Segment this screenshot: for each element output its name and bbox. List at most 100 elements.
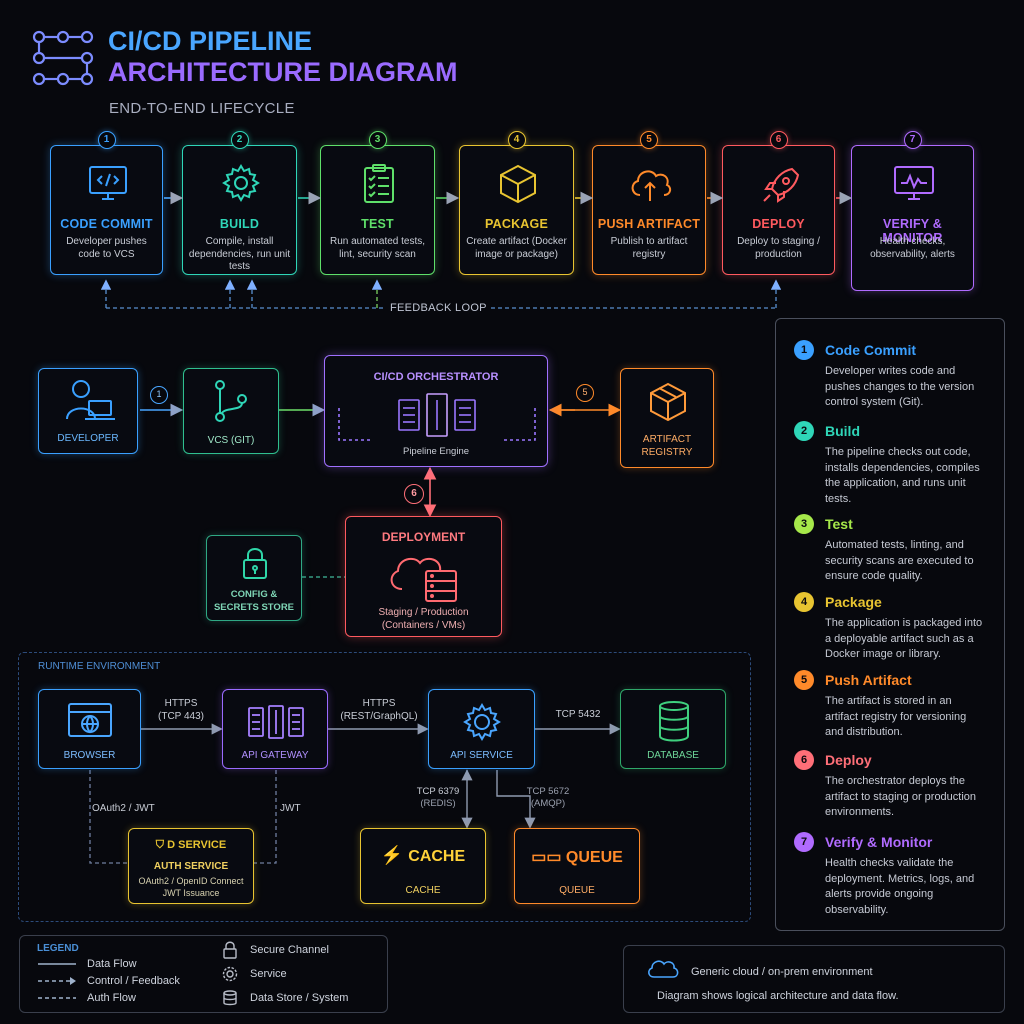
step-1-marker: 1: [150, 386, 168, 404]
cache-label: CACHE: [405, 885, 441, 896]
database-node[interactable]: DATABASE: [620, 689, 726, 769]
https-label-1: HTTPS(TCP 443): [158, 698, 204, 722]
artifact-registry-node[interactable]: ARTIFACT REGISTRY: [620, 368, 714, 468]
deployment-node[interactable]: DEPLOYMENT Staging / Production (Contain…: [345, 516, 502, 637]
legend-icons: [222, 941, 238, 1006]
pipeline-logo-icon: [32, 30, 94, 86]
sidebar-step-title: Push Artifact: [825, 672, 912, 688]
sidebar-step-desc: Developer writes code and pushes changes…: [825, 365, 975, 408]
sidebar-step-desc: The orchestrator deploys the artifact to…: [825, 775, 977, 818]
sidebar-step-desc: The application is packaged into a deplo…: [825, 617, 983, 660]
stage-title: BUILD: [219, 217, 260, 231]
browser-icon: [68, 703, 112, 737]
orchestrator-node[interactable]: CI/CD ORCHESTRATOR Pipeline Engine: [324, 355, 548, 467]
gear-icon: [221, 164, 260, 202]
runtime-connectors: [89, 723, 621, 864]
browser-label: BROWSER: [63, 750, 116, 761]
cloud-icon: [648, 960, 679, 978]
legend-title: LEGEND: [37, 943, 79, 954]
box-icon: [650, 382, 686, 422]
box-icon: [499, 164, 536, 204]
sidebar-step-number: 7: [794, 832, 814, 852]
server-cluster-icon: [338, 393, 536, 441]
queue-icon-row: ▭▭ QUEUE: [531, 849, 623, 866]
pipeline-engine-label: Pipeline Engine: [402, 446, 470, 457]
sidebar-step-title: Deploy: [825, 752, 872, 768]
auth-service-desc-2: JWT Issuance: [162, 888, 220, 898]
shield-icon: ⛉: [155, 839, 168, 851]
legend-auth-flow: Auth Flow: [87, 992, 136, 1004]
stage-title: TEST: [361, 217, 394, 231]
stage-title: PUSH ARTIFACT: [597, 217, 701, 231]
vcs-node[interactable]: VCS (GIT): [183, 368, 279, 454]
legend-data-flow: Data Flow: [87, 958, 137, 970]
tcp-5432-label: TCP 5432: [555, 709, 601, 720]
developer-node[interactable]: DEVELOPER: [38, 368, 138, 454]
stage-desc: Run automated tests, lint, security scan: [329, 236, 426, 260]
vcs-label: VCS (GIT): [207, 435, 255, 446]
amqp-label: TCP 5672(AMQP): [526, 786, 570, 809]
stage-desc: Compile, install dependencies, run unit …: [188, 236, 291, 272]
legend-line-samples: [38, 963, 76, 999]
sidebar-step-title: Verify & Monitor: [825, 834, 933, 850]
https-label-2: HTTPS(REST/GraphQL): [340, 698, 418, 722]
stage-number-badge: 2: [230, 131, 249, 149]
jwt-label: JWT: [280, 803, 301, 814]
title-line-2: ARCHITECTURE DIAGRAM: [108, 57, 458, 87]
auth-service-label: AUTH SERVICE: [153, 861, 229, 872]
stage-number-badge: 7: [903, 131, 922, 149]
checklist-icon: [363, 164, 394, 203]
page-title: CI/CD PIPELINE ARCHITECTURE DIAGRAM: [108, 26, 457, 88]
sidebar-step-number: 6: [794, 750, 814, 770]
monitor-icon: [893, 166, 934, 200]
auth-service-icon-row: ⛉ D SERVICE: [155, 839, 227, 851]
sidebar-step-number: 3: [794, 514, 814, 534]
stage-desc: Developer pushes code to VCS: [66, 236, 147, 260]
runtime-environment-label: RUNTIME ENVIRONMENT: [38, 661, 161, 672]
config-secrets-node[interactable]: CONFIG & SECRETS STORE: [206, 535, 302, 621]
queue-node[interactable]: ▭▭ QUEUE QUEUE: [514, 828, 640, 904]
gear-icon: [463, 703, 501, 741]
runtime-environment-panel: [18, 652, 751, 922]
lock-icon: [243, 548, 267, 579]
stage-number-badge: 4: [507, 131, 526, 149]
sidebar-step-desc: Health checks validate the deployment. M…: [825, 857, 975, 916]
title-line-1: CI/CD PIPELINE: [108, 26, 313, 56]
stage-number-badge: 6: [769, 131, 788, 149]
feedback-loop-label: FEEDBACK LOOP: [386, 302, 491, 314]
deployment-desc-2: (Containers / VMs): [381, 620, 466, 631]
cache-node[interactable]: ⚡ CACHE CACHE: [360, 828, 486, 904]
api-gateway-node[interactable]: API GATEWAY: [222, 689, 328, 769]
legend-panel: LEGEND Data Flow Control / Feedback Auth…: [19, 935, 388, 1013]
sidebar-step-title: Build: [825, 423, 860, 439]
step-6-marker: 6: [404, 484, 424, 504]
browser-node[interactable]: BROWSER: [38, 689, 141, 769]
gateway-icon: [248, 705, 304, 739]
stage-desc: Health checks, observability, alerts: [870, 236, 955, 260]
sidebar-step-title: Test: [825, 516, 853, 532]
flow-connectors: [140, 403, 622, 578]
sidebar-step-number: 4: [794, 592, 814, 612]
cloud-server-icon: [390, 557, 457, 602]
stage-number-badge: 5: [640, 131, 658, 149]
stage-test[interactable]: TEST Run automated tests, lint, security …: [320, 145, 435, 275]
stage-title: PACKAGE: [485, 217, 548, 231]
queue-icon: ▭▭: [531, 849, 566, 866]
sidebar-step-title: Code Commit: [825, 342, 916, 358]
code-icon: [88, 166, 127, 200]
auth-service-node[interactable]: ⛉ D SERVICE AUTH SERVICE OAuth2 / OpenID…: [128, 828, 254, 904]
redis-label: TCP 6379(REDIS): [416, 786, 460, 809]
lightning-icon: ⚡: [380, 845, 409, 865]
artifact-registry-label: ARTIFACT REGISTRY: [641, 434, 693, 458]
api-service-node[interactable]: API SERVICE: [428, 689, 535, 769]
